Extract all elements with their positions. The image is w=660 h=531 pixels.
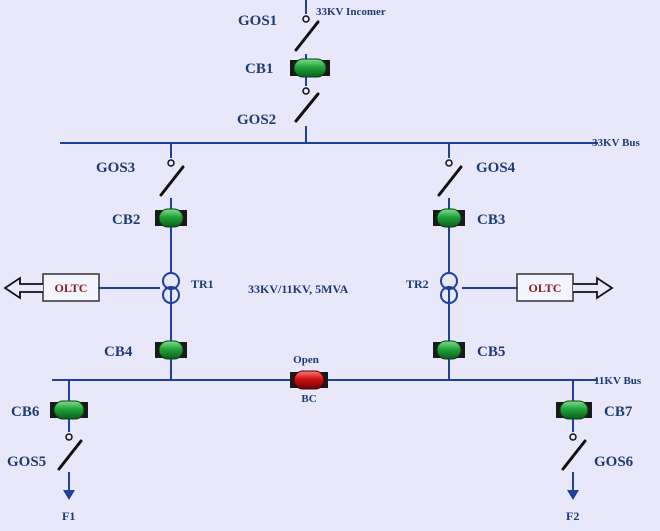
gos2-isolator[interactable] [294,86,320,126]
oltc-left-arrow-icon [3,276,43,300]
cb1-breaker[interactable] [290,58,330,78]
gos3-isolator[interactable] [159,158,185,198]
gos5-isolator[interactable] [57,432,83,472]
cb7-label: CB7 [604,404,633,420]
feeder-f2-arrow-icon [567,490,579,500]
gos5-label: GOS5 [7,454,46,470]
feeder-f1-label: F1 [62,509,75,523]
oltc-left-label: OLTC [55,281,88,295]
oltc-left[interactable]: OLTC [42,273,100,302]
bc-label: BC [301,393,316,405]
gos3-label: GOS3 [96,160,135,176]
cb2-breaker[interactable] [155,208,187,228]
cb1-label: CB1 [245,61,273,77]
cb4-breaker[interactable] [155,340,187,360]
gos4-isolator[interactable] [437,158,463,198]
bus-33kv-label: 33KV Bus [592,137,641,149]
oltc-right-label: OLTC [529,281,562,295]
bc-status-label: Open [293,354,319,366]
feeder-f2-label: F2 [566,509,579,523]
tr2-label: TR2 [406,277,429,291]
cb3-label: CB3 [477,212,505,228]
cb4-label: CB4 [104,344,133,360]
gos1-label: GOS1 [238,13,277,29]
tr2-transformer[interactable] [440,272,458,304]
tr1-label: TR1 [191,277,214,291]
cb6-breaker[interactable] [50,400,88,420]
transformer-rating-label: 33KV/11KV, 5MVA [248,282,349,296]
gos6-label: GOS6 [594,454,634,470]
cb5-breaker[interactable] [433,340,465,360]
gos2-label: GOS2 [237,112,276,128]
bus-11kv-label: 11KV Bus [594,375,642,387]
cb7-breaker[interactable] [556,400,592,420]
cb6-label: CB6 [11,404,40,420]
feeder-f1-arrow-icon [63,490,75,500]
bc-breaker[interactable] [290,370,328,390]
oltc-right[interactable]: OLTC [516,273,574,302]
cb3-breaker[interactable] [433,208,465,228]
oltc-right-arrow-icon [573,276,614,300]
gos4-label: GOS4 [476,160,516,176]
incomer-label: 33KV Incomer [316,6,386,18]
cb2-label: CB2 [112,212,140,228]
gos6-isolator[interactable] [561,432,587,472]
cb5-label: CB5 [477,344,505,360]
gos1-isolator[interactable] [294,14,320,54]
tr1-transformer[interactable] [162,272,180,304]
